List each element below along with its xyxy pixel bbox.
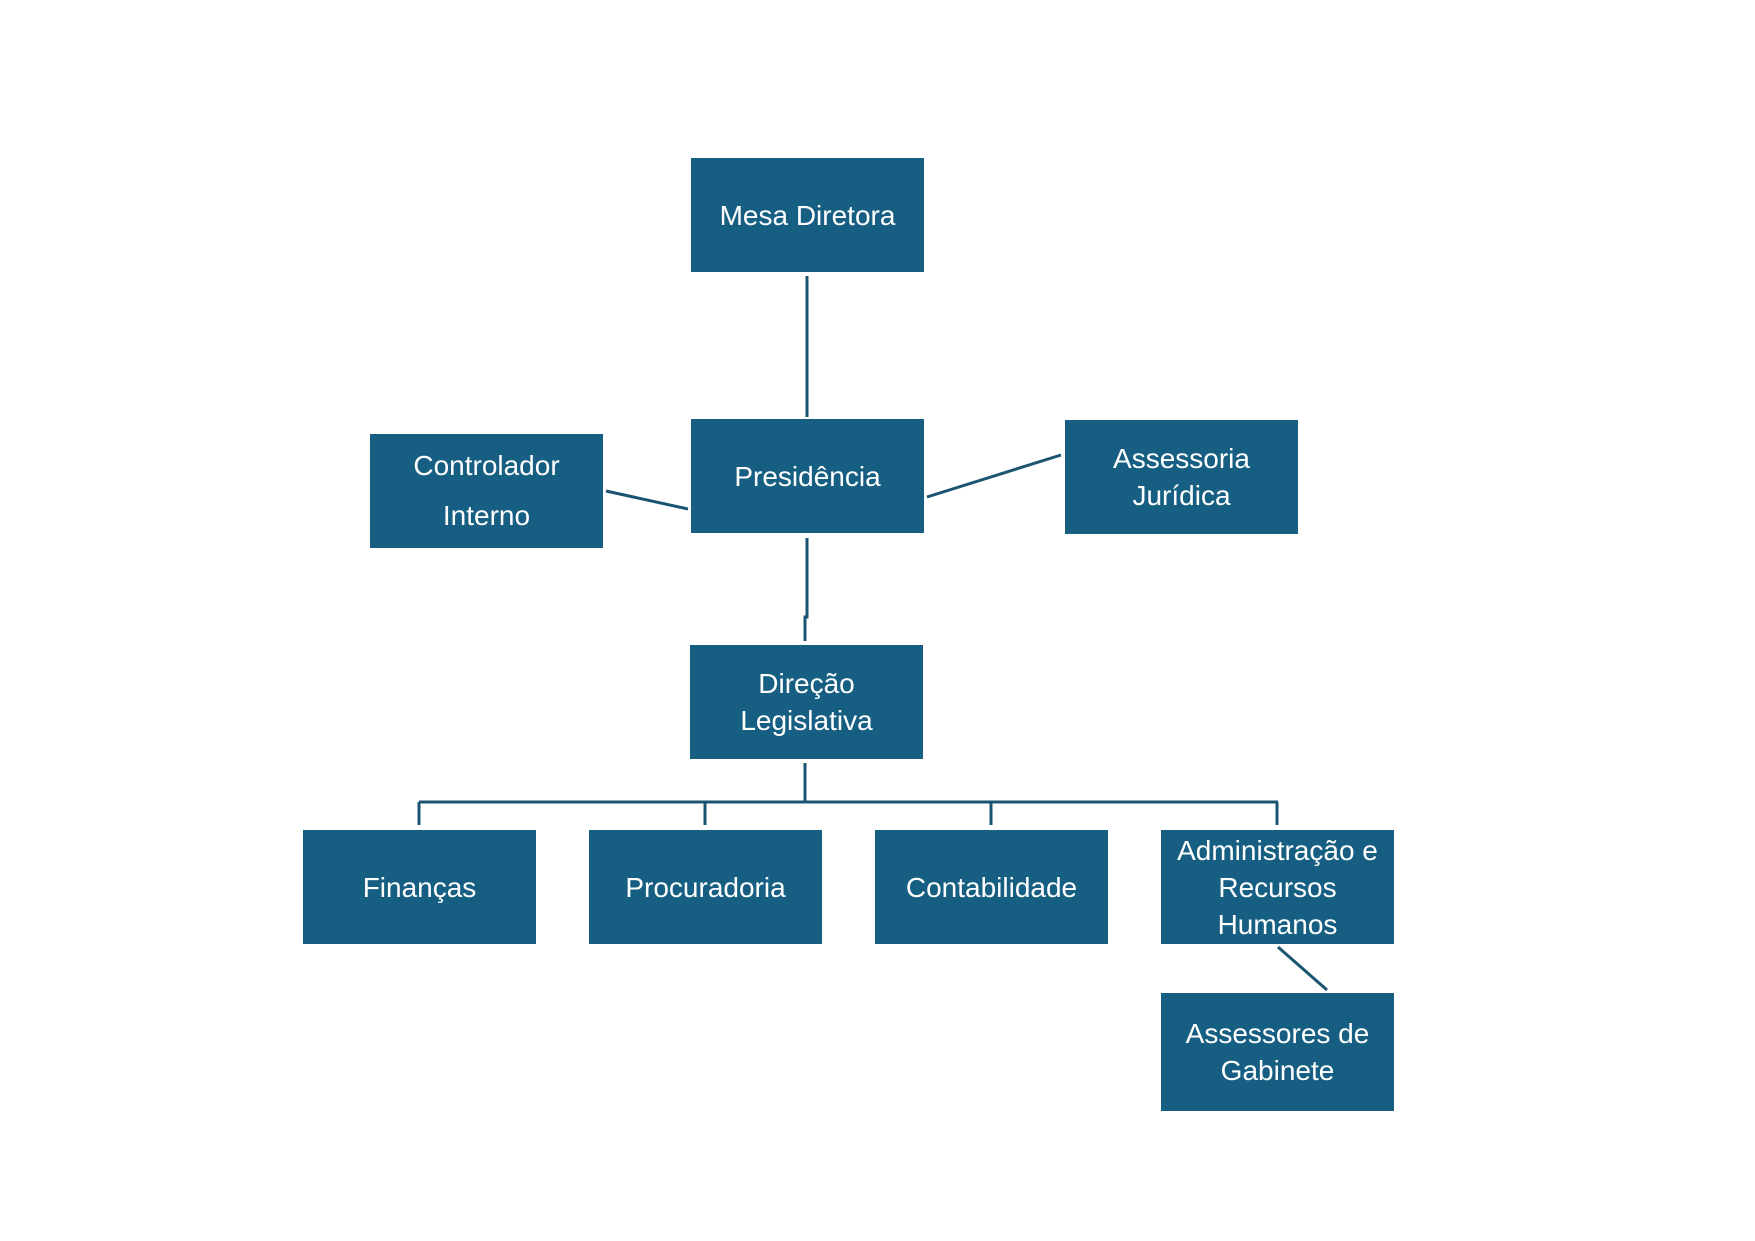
box-assessoria-juridica: Assessoria Jurídica [1065, 420, 1298, 534]
box-assessores-gabinete: Assessores de Gabinete [1161, 993, 1394, 1111]
box-presidencia: Presidência [691, 419, 924, 533]
box-procuradoria: Procuradoria [589, 830, 822, 944]
box-direcao-legislativa: Direção Legislativa [690, 645, 923, 759]
box-contabilidade: Contabilidade [875, 830, 1108, 944]
direcao-legislativa-label: Direção Legislativa [740, 668, 873, 736]
procuradoria-label: Procuradoria [625, 871, 786, 903]
contabilidade-label: Contabilidade [905, 871, 1078, 903]
financas-label: Finanças [362, 871, 477, 903]
controlador-interno-label: Controlador Interno [413, 450, 560, 531]
box-administracao-recursos-humanos: Administração e Recursos Humanos [1161, 830, 1394, 944]
assessoria-juridica-label: Assessoria Jurídica [1113, 443, 1250, 511]
connector-administracao-assessores [1277, 945, 1328, 992]
box-mesa-diretora: Mesa Diretora [691, 158, 924, 272]
connector-presidencia-direcao [803, 538, 809, 641]
mesa-diretora-label: Mesa Diretora [719, 199, 896, 231]
connector-presidencia-controlador [605, 489, 689, 511]
assessores-gabinete-label: Assessores de Gabinete [1185, 1018, 1370, 1086]
box-controlador-interno: Controlador Interno [370, 434, 603, 548]
administracao-rh-label: Administração e Recursos Humanos [1177, 834, 1378, 940]
connector-presidencia-assessoria [926, 453, 1062, 499]
box-financas: Finanças [303, 830, 536, 944]
presidencia-label: Presidência [734, 460, 881, 492]
